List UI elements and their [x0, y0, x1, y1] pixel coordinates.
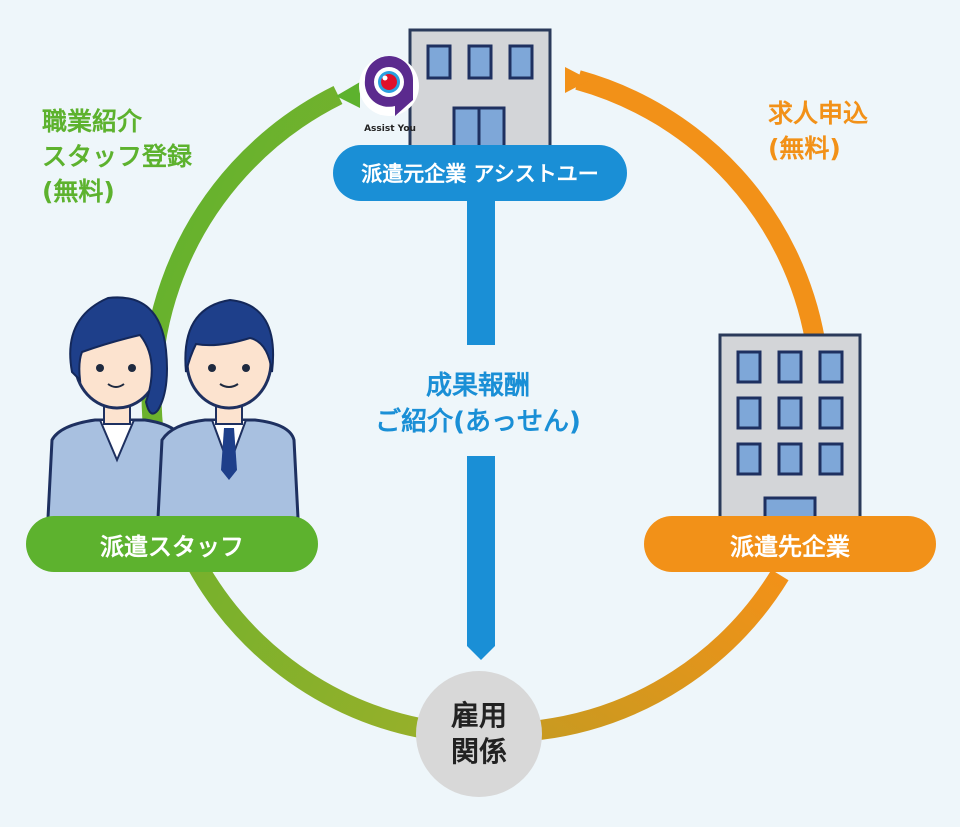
referral-line1: 成果報酬: [425, 371, 530, 401]
agency-building-icon: [408, 28, 552, 150]
agency-node: 派遣元企業 アシストユー: [333, 145, 627, 201]
referral-label: 成果報酬 ご紹介(あっせん): [360, 368, 596, 440]
client-building-icon: [718, 333, 862, 527]
client-node: 派遣先企業: [644, 516, 936, 572]
employment-line2: 関係: [450, 735, 507, 768]
blue-arrow: [467, 200, 495, 660]
staff-node: 派遣スタッフ: [26, 516, 318, 572]
employment-relationship-node: 雇用 関係: [416, 671, 542, 797]
referral-line2: ご紹介(あっせん): [375, 407, 581, 437]
orange-arc: [538, 67, 825, 740]
assist-you-logo: [359, 56, 419, 116]
staff-registration-label: 職業紹介 スタッフ登録 (無料): [42, 107, 193, 206]
job-request-label: 求人申込 (無料): [768, 99, 869, 163]
employment-line1: 雇用: [450, 699, 507, 732]
logo-text: Assist You: [364, 124, 416, 134]
staff-people-icon: [46, 296, 300, 520]
